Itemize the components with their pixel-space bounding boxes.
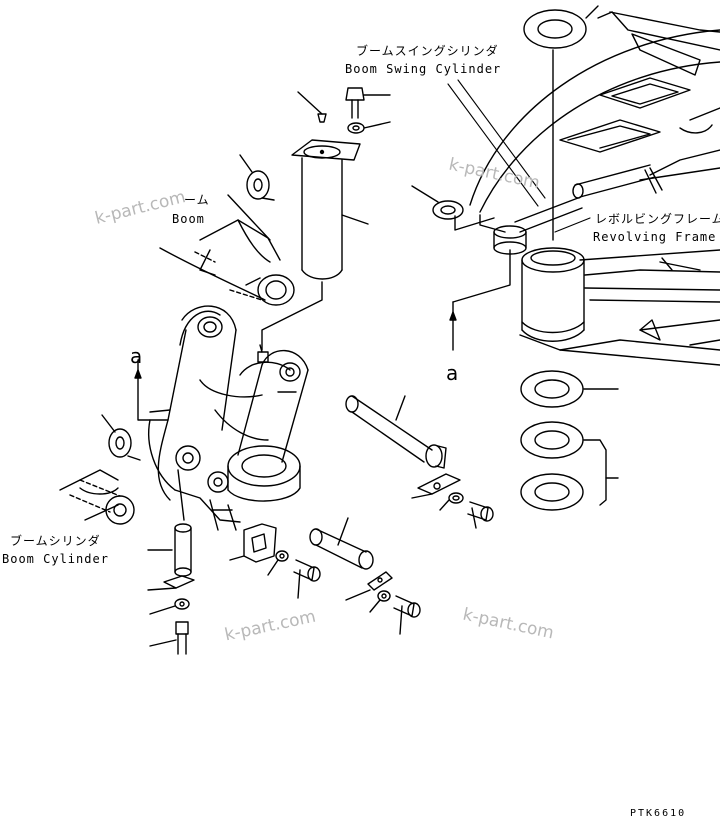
- shim-top: [524, 6, 598, 240]
- swing-pin-assembly: [262, 88, 390, 350]
- view-a-marker-left: a: [130, 344, 143, 368]
- boom-cylinder-pin: [148, 470, 194, 654]
- boom-swing-cylinder-label-en: Boom Swing Cylinder: [345, 62, 502, 76]
- view-a-leader-right: [450, 250, 510, 350]
- cylinder-pin-upper: [346, 396, 493, 528]
- boom-swing-cylinder-label-jp: ブームスイングシリンダ: [356, 44, 499, 58]
- label-leaders: [448, 80, 590, 232]
- boom-label-jp: ーム: [184, 193, 210, 207]
- revolving-frame: [470, 12, 720, 365]
- boom-cylinder-label-jp: ブームシリンダ: [10, 534, 101, 548]
- boom-cylinder-outline: [60, 415, 140, 524]
- cylinder-pin-lower: [230, 518, 420, 634]
- swing-bracket: [135, 306, 308, 530]
- swing-bushing: [522, 248, 584, 341]
- revolving-frame-label-jp: レボルビングフレーム: [595, 212, 720, 226]
- boom-cylinder-label-en: Boom Cylinder: [2, 552, 109, 566]
- shim-mid: [412, 186, 494, 230]
- revolving-frame-label-en: Revolving Frame: [593, 230, 717, 244]
- boom-label-en: Boom: [172, 212, 205, 226]
- boom-outline: [160, 155, 294, 305]
- view-a-marker-right: a: [446, 361, 459, 385]
- shim-stack-right: [521, 371, 618, 510]
- drawing-code: PTK6610: [630, 808, 687, 819]
